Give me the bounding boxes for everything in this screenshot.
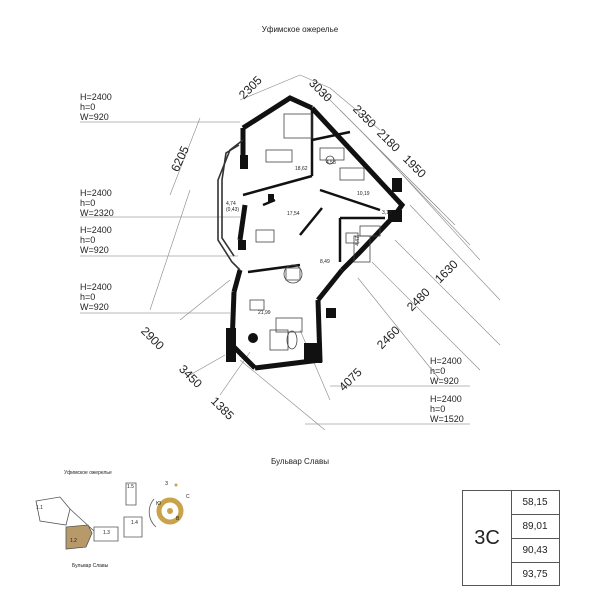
minimap-section: 1.4 <box>131 520 138 526</box>
minimap-section: 1.1 <box>36 505 43 511</box>
minimap-section: 1.5 <box>127 484 134 490</box>
minimap-section: 1.2 <box>70 538 77 544</box>
area-value: 90,43 <box>511 539 559 563</box>
window-spec-3: H=2400 h=0 W=920 <box>80 225 112 255</box>
site-minimap <box>35 482 184 550</box>
compass-south: Ю <box>156 501 162 507</box>
window-spec-line: H=2400 <box>430 356 462 366</box>
window-spec-2: H=2400 h=0 W=2320 <box>80 188 114 218</box>
window-spec-line: H=2400 <box>80 225 112 235</box>
area-value: 93,75 <box>522 569 548 580</box>
minimap-bottom-label: Бульвар Славы <box>72 563 109 569</box>
compass-north: С <box>186 494 190 500</box>
window-spec-line: W=920 <box>430 376 459 386</box>
room-area: 8,49 <box>320 259 330 265</box>
window-spec-line: h=0 <box>80 292 96 302</box>
area-value: 58,15 <box>511 491 559 515</box>
street-top-label: Уфимское ожерелье <box>261 25 339 34</box>
room-area: 18,62 <box>295 166 308 172</box>
area-value: 89,01 <box>511 515 559 539</box>
window-spec-4: H=2400 h=0 W=920 <box>80 282 112 312</box>
room-area: 4,74 <box>226 201 236 207</box>
window-spec-5: H=2400 h=0 W=920 <box>430 356 462 386</box>
minimap-street-label: Уфимское ожерелье <box>64 470 112 476</box>
window-spec-line: H=2400 <box>80 92 112 102</box>
compass-east: В <box>176 516 180 522</box>
window-spec-line: W=920 <box>80 245 109 255</box>
room-area: 4,53 <box>326 160 336 166</box>
window-spec-line: h=0 <box>430 404 446 414</box>
room-area: 21,99 <box>258 310 271 316</box>
window-spec-line: h=0 <box>80 102 96 112</box>
apartment-code: 3С <box>463 491 512 585</box>
room-area: 17,54 <box>287 211 300 217</box>
window-spec-6: H=2400 h=0 W=1520 <box>430 394 464 424</box>
window-spec-line: h=0 <box>80 235 96 245</box>
window-spec-line: W=1520 <box>430 414 464 424</box>
window-spec-line: H=2400 <box>430 394 462 404</box>
compass-west: З <box>165 481 169 487</box>
apartment-info-table: 3С 58,15 89,01 90,43 93,75 <box>462 490 560 586</box>
window-spec-line: H=2400 <box>80 188 112 198</box>
window-spec-line: W=920 <box>80 112 109 122</box>
window-spec-line: h=0 <box>80 198 96 208</box>
window-spec-line: H=2400 <box>80 282 112 292</box>
window-spec-line: W=920 <box>80 302 109 312</box>
window-spec-line: h=0 <box>430 366 446 376</box>
room-area: 10,19 <box>357 191 370 197</box>
street-bottom-label: Бульвар Славы <box>271 457 329 466</box>
window-spec-line: W=2320 <box>80 208 114 218</box>
minimap-section: 1.3 <box>103 530 110 536</box>
window-spec-1: H=2400 h=0 W=920 <box>80 92 112 122</box>
room-area: 4,47 <box>354 236 361 246</box>
room-area: (0,43) <box>226 207 240 213</box>
room-area: 3,18 <box>382 210 392 216</box>
